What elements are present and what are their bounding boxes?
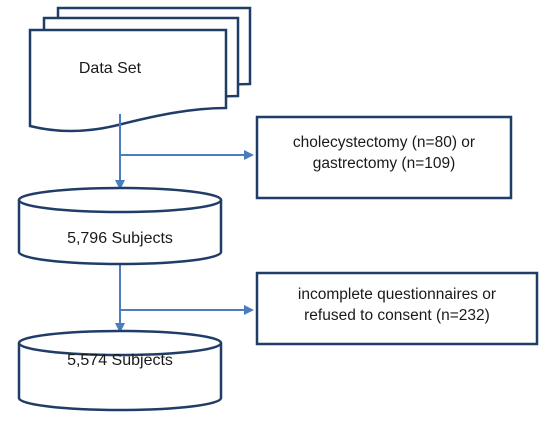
cylinder-top-1 — [17, 186, 223, 214]
document-stack-front — [28, 28, 228, 133]
data-set-label: Data Set — [78, 60, 142, 77]
cylinder-body-1 — [17, 200, 223, 266]
data-set-node — [28, 6, 252, 133]
connectors — [115, 114, 254, 333]
subjects-cylinder-1 — [17, 186, 223, 266]
subjects-count-2-label: 5,574 Subjects — [67, 352, 173, 369]
subjects-cylinder-2 — [17, 329, 223, 412]
exclusion-2-text: incomplete questionnaires or refused to … — [262, 284, 532, 326]
exclusion-2-line-2: refused to consent (n=232) — [304, 307, 490, 324]
exclusion-box-1 — [255, 115, 513, 200]
exclusion-2-line-1: incomplete questionnaires or — [297, 286, 497, 303]
cylinder-top-2 — [17, 329, 223, 357]
exclusion-1-line-2: gastrectomy (n=109) — [312, 155, 456, 172]
cylinder-body-2 — [17, 343, 223, 412]
exclusion-1-text: cholecystectomy (n=80) or gastrectomy (n… — [262, 132, 506, 174]
subjects-count-1-label: 5,796 Subjects — [67, 230, 173, 247]
exclusion-box-2 — [255, 271, 539, 346]
exclusion-1-line-1: cholecystectomy (n=80) or — [292, 134, 476, 151]
